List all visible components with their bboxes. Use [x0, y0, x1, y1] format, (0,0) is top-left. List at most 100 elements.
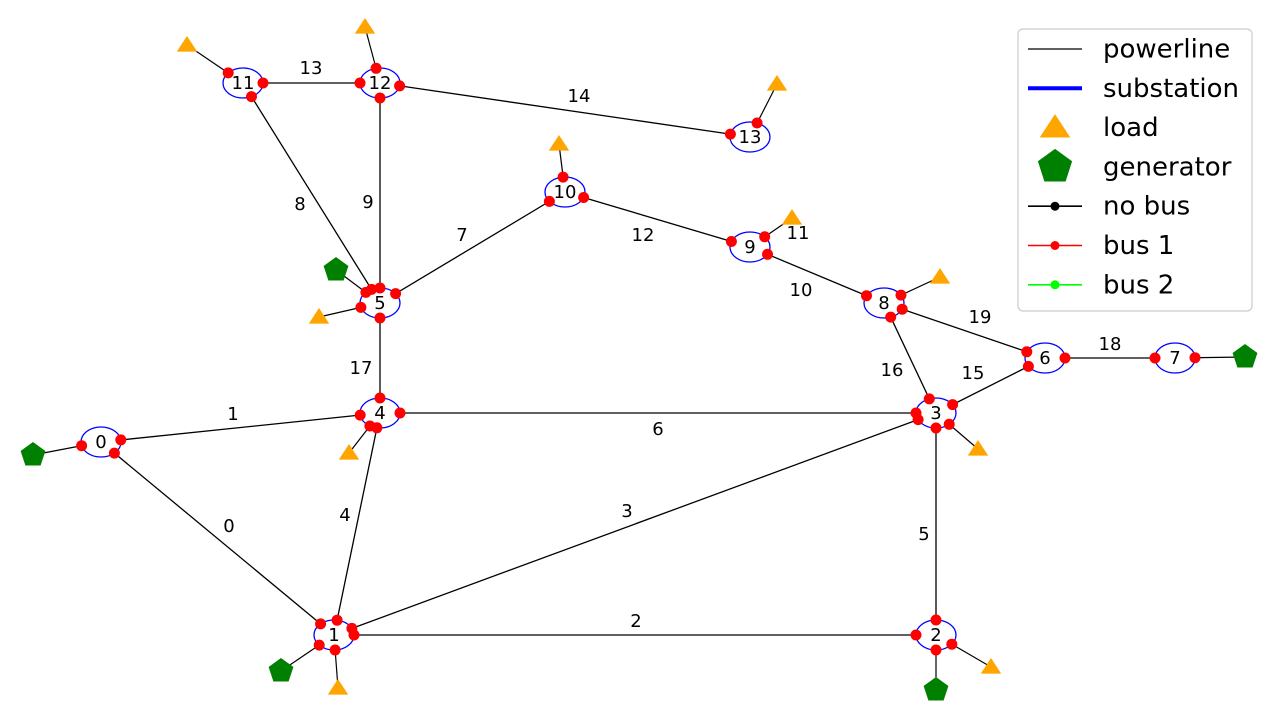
- legend-label: bus 2: [1103, 270, 1174, 300]
- powerline-label-8: 8: [294, 194, 305, 215]
- powerline-label-10: 10: [790, 280, 813, 301]
- powerline-label-1: 1: [227, 404, 238, 425]
- load-icon: [308, 308, 330, 324]
- powerline-label-11: 11: [787, 223, 810, 244]
- legend-swatch-dot: [1050, 201, 1060, 211]
- bus-1-dot: [354, 409, 366, 421]
- bus-1-dot: [374, 392, 386, 404]
- bus-1-dot: [360, 286, 372, 298]
- legend-item-no-bus: no bus: [1028, 192, 1190, 222]
- powerline-label-16: 16: [881, 360, 904, 381]
- bus-1-dot: [374, 92, 386, 104]
- bus-1-dot: [108, 447, 120, 459]
- powerline-label-2: 2: [630, 611, 641, 632]
- powerlines-layer: [100, 82, 1175, 636]
- bus-1-dot: [885, 311, 897, 323]
- powerline-label-7: 7: [456, 225, 467, 246]
- bus-1-dot: [394, 407, 406, 419]
- powerline-label-3: 3: [621, 501, 632, 522]
- powerline-0: [100, 441, 335, 636]
- bus-1-dot: [313, 639, 325, 651]
- substation-6: 6: [1024, 342, 1066, 374]
- powerline-19: [883, 302, 1046, 359]
- substation-label: 2: [930, 625, 941, 646]
- bus-1-dot: [923, 393, 935, 405]
- powerline-label-15: 15: [962, 363, 985, 384]
- bus-1-dot: [578, 192, 590, 203]
- legend-frame: [1017, 28, 1253, 312]
- bus-1-dot: [355, 301, 367, 313]
- bus-1-dot: [1189, 352, 1201, 364]
- bus-1-dot: [257, 77, 269, 89]
- load-icon: [327, 679, 349, 695]
- load-icon: [980, 658, 1002, 674]
- powerline-label-4: 4: [339, 505, 350, 526]
- legend: powerline substation load generator no bus bu…: [1017, 28, 1253, 312]
- powerline-8: [242, 82, 381, 304]
- generator-icon: [20, 442, 46, 466]
- bus-1-dot: [374, 312, 386, 324]
- legend-item-generator: generator: [1037, 148, 1232, 182]
- bus-1-dot: [1059, 352, 1071, 364]
- bus-1-dot: [947, 399, 959, 411]
- powerline-label-6: 6: [652, 419, 663, 440]
- load-icon: [338, 444, 360, 460]
- bus-1-dot: [895, 289, 907, 301]
- substation-label: 3: [930, 403, 941, 424]
- legend-item-substation: substation: [1028, 74, 1239, 104]
- substation-label: 5: [374, 293, 385, 314]
- load-icon: [354, 18, 376, 34]
- bus-1-dot: [394, 80, 406, 92]
- bus-1-dot: [364, 420, 376, 432]
- substation-label: 7: [1169, 348, 1180, 369]
- bus-1-dot: [943, 418, 955, 430]
- legend-item-bus-2: bus 2: [1028, 270, 1174, 300]
- powerline-4: [333, 412, 381, 636]
- bus-1-dot: [222, 67, 234, 79]
- bus-1-dot: [115, 434, 127, 446]
- bus-dots-layer: [76, 62, 1201, 656]
- legend-label: no bus: [1103, 192, 1190, 222]
- bus-1-dot: [370, 62, 382, 74]
- bus-1-dot: [354, 77, 366, 89]
- substation-label: 9: [744, 237, 755, 258]
- bus-1-dot: [759, 231, 771, 243]
- powerline-label-19: 19: [969, 307, 992, 328]
- bus-1-dot: [374, 282, 386, 294]
- bus-1-dot: [762, 248, 773, 260]
- bus-1-dot: [930, 422, 942, 434]
- legend-label: load: [1103, 113, 1159, 143]
- substation-label: 10: [554, 182, 577, 203]
- generator-icon: [323, 257, 349, 281]
- generator-icon: [1232, 344, 1258, 368]
- powerline-3: [333, 412, 937, 636]
- substation-13: 13: [729, 121, 771, 153]
- substation-label: 4: [374, 403, 385, 424]
- legend-swatch-dot: [1050, 280, 1060, 290]
- bus-1-dot: [246, 91, 257, 103]
- legend-item-bus-1: bus 1: [1028, 231, 1174, 261]
- load-icon: [929, 268, 951, 284]
- substation-7: 7: [1154, 342, 1196, 374]
- bus-1-dot: [910, 407, 922, 419]
- powerline-label-9: 9: [362, 192, 373, 213]
- load-icon: [967, 440, 989, 456]
- bus-1-dot: [557, 171, 569, 183]
- legend-label: powerline: [1103, 35, 1230, 65]
- bus-1-dot: [930, 614, 942, 626]
- bus-1-dot: [329, 644, 341, 656]
- load-icon: [766, 75, 788, 91]
- bus-1-dot: [751, 117, 763, 129]
- substation-node: [863, 287, 905, 319]
- powerline-label-12: 12: [632, 225, 655, 246]
- substation-8: 8: [863, 287, 905, 319]
- generator-icon: [1037, 148, 1073, 182]
- legend-swatch-dot: [1050, 241, 1060, 250]
- load-icon: [1039, 114, 1071, 138]
- bus-1-dot: [1022, 360, 1034, 372]
- bus-1-dot: [76, 440, 88, 452]
- generator-icon: [923, 677, 949, 701]
